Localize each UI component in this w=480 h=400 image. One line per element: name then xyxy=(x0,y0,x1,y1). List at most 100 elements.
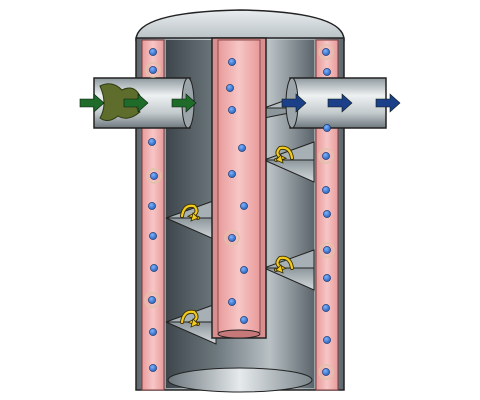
bubble-dot xyxy=(322,368,330,376)
bubble-icon xyxy=(240,316,248,324)
bubble-icon xyxy=(148,138,156,146)
bubble-dot xyxy=(228,106,236,114)
bubble-icon xyxy=(240,202,248,210)
swirl-markers xyxy=(180,145,294,328)
arrow-right-icon xyxy=(327,93,353,113)
bubble-dot xyxy=(323,336,331,344)
outlet-arrows xyxy=(281,93,401,113)
bubble-ring xyxy=(319,242,335,258)
vessel-dome xyxy=(135,9,345,41)
bubble-dot xyxy=(228,298,236,306)
bubble-icon xyxy=(318,364,334,380)
bubble-dot xyxy=(148,202,156,210)
swirl-arrow-icon xyxy=(180,309,200,328)
bubble-icon xyxy=(228,106,236,114)
swirl-head xyxy=(275,154,284,164)
bubble-icon xyxy=(146,168,162,184)
arrow-right-icon-shape xyxy=(171,93,197,113)
bubble-icon xyxy=(149,364,157,372)
swirl-head xyxy=(275,264,284,274)
bubble-icon xyxy=(228,298,236,306)
bubble-dot xyxy=(323,210,331,218)
bubble-dot xyxy=(150,264,158,272)
bubble-icon xyxy=(228,58,236,66)
bubble-dot xyxy=(150,172,158,180)
bubble-icon xyxy=(144,292,160,308)
bubble-icon xyxy=(148,202,156,210)
bubble-icon xyxy=(238,144,246,152)
bubble-ring xyxy=(144,292,160,308)
arrow-right-icon-shape xyxy=(123,93,149,113)
inlet-fluid xyxy=(99,83,141,122)
bubble-dot xyxy=(323,274,331,282)
bubble-dot xyxy=(149,328,157,336)
bubble-icon xyxy=(322,186,330,194)
bubble-dot xyxy=(149,232,157,240)
bubble-dot xyxy=(322,152,330,160)
bubble-icon xyxy=(224,230,240,246)
bubble-ring xyxy=(224,230,240,246)
bubble-icon xyxy=(150,264,158,272)
bubble-dot xyxy=(228,170,236,178)
bubble-icon xyxy=(323,124,331,132)
swirl-head xyxy=(190,318,199,328)
bubble-dot xyxy=(228,234,236,242)
particle-layer xyxy=(144,44,335,380)
bubble-dot xyxy=(149,48,157,56)
swirl-head xyxy=(190,212,199,222)
bubble-icon xyxy=(240,266,248,274)
bubble-dot xyxy=(148,138,156,146)
bubble-icon xyxy=(228,170,236,178)
bubble-icon xyxy=(323,210,331,218)
bubble-dot xyxy=(323,124,331,132)
bubble-ring xyxy=(318,364,334,380)
bubble-dot xyxy=(322,304,330,312)
bubble-ring xyxy=(318,44,334,60)
bubble-icon xyxy=(149,232,157,240)
bubble-dot xyxy=(240,202,248,210)
bubble-dot xyxy=(240,316,248,324)
arrow-right-icon xyxy=(375,93,401,113)
bubble-icon xyxy=(318,148,334,164)
bubble-icon xyxy=(319,242,335,258)
bubble-dot xyxy=(322,48,330,56)
bubble-ring xyxy=(146,168,162,184)
bubble-dot xyxy=(226,84,234,92)
bubble-icon xyxy=(226,84,234,92)
bubble-icon xyxy=(318,44,334,60)
bubble-dot xyxy=(322,186,330,194)
arrow-right-icon-shape xyxy=(327,93,353,113)
bubble-dot xyxy=(323,246,331,254)
bubble-icon xyxy=(149,48,157,56)
arrow-right-icon xyxy=(123,93,149,113)
bubble-ring xyxy=(318,148,334,164)
central-tube-bottom xyxy=(217,329,261,339)
bubble-icon xyxy=(323,336,331,344)
arrow-right-icon-shape xyxy=(375,93,401,113)
central-tube-inner xyxy=(217,39,261,333)
bubble-dot xyxy=(149,66,157,74)
bubble-dot xyxy=(240,266,248,274)
arrow-right-icon xyxy=(79,93,105,113)
arrow-right-icon-shape xyxy=(79,93,105,113)
vessel-bottom xyxy=(167,367,313,393)
bubble-icon xyxy=(323,68,331,76)
bubble-icon xyxy=(149,328,157,336)
bubble-dot xyxy=(323,68,331,76)
inlet-arrows xyxy=(79,93,197,113)
arrow-right-icon xyxy=(171,93,197,113)
arrow-right-icon-shape xyxy=(281,93,307,113)
bubble-icon xyxy=(322,304,330,312)
bubble-dot xyxy=(148,296,156,304)
arrow-right-icon xyxy=(281,93,307,113)
swirl-arrow-icon xyxy=(180,203,200,222)
bubble-icon xyxy=(323,274,331,282)
bubble-dot xyxy=(228,58,236,66)
swirl-arrow-icon xyxy=(274,145,294,164)
bubble-icon xyxy=(145,62,161,78)
bubble-dot xyxy=(149,364,157,372)
bubble-ring xyxy=(145,62,161,78)
bubble-dot xyxy=(238,144,246,152)
